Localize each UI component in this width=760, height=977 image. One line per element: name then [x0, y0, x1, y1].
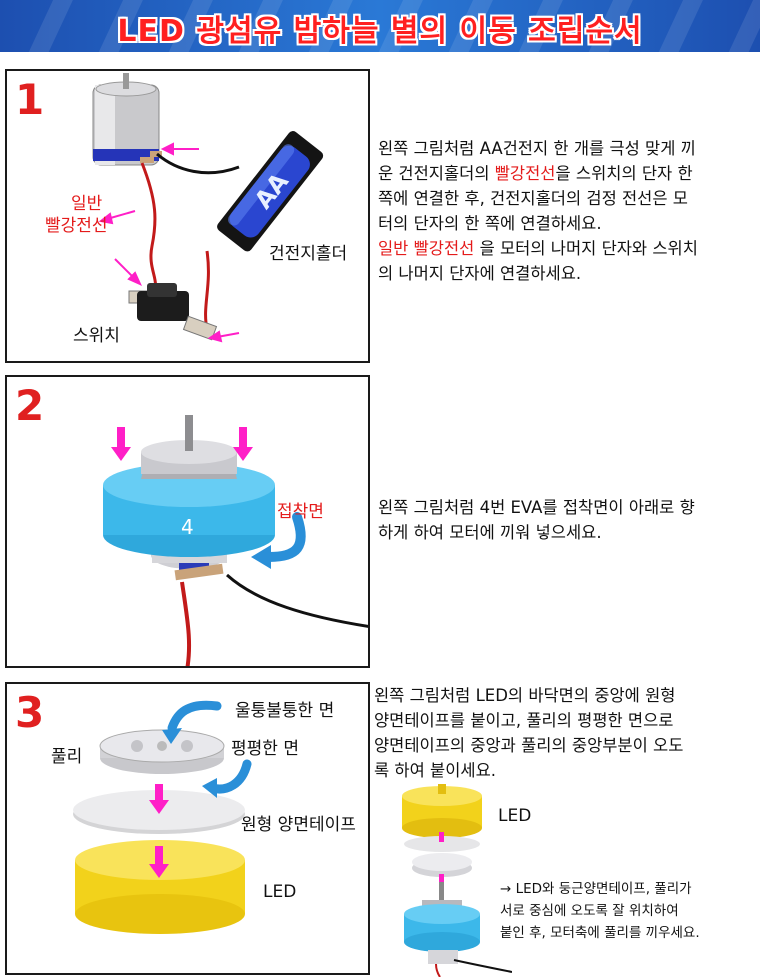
- led-label: LED: [263, 882, 297, 902]
- step-2-line-2: 하게 하여 모터에 끼워 넣으세요.: [378, 523, 602, 542]
- step-1-line-6: 의 나머지 단자에 연결하세요.: [378, 264, 582, 283]
- step-1-line-1: 왼쪽 그림처럼 AA건전지 한 개를 극성 맞게 끼: [378, 139, 696, 158]
- red-wire-term: 빨강전선: [494, 164, 556, 183]
- red-wire-label-line-1: 일반: [71, 194, 103, 214]
- step-1-line-2: 운 건전지홀더의 빨강전선을 스위치의 단자 한: [378, 164, 693, 183]
- step-number: 2: [15, 381, 45, 430]
- switch-label: 스위치: [73, 326, 120, 346]
- step-3-instructions: 왼쪽 그림처럼 LED의 바닥면의 중앙에 원형 양면테이프를 붙이고, 풀리의…: [374, 683, 758, 783]
- step-1-instructions: 왼쪽 그림처럼 AA건전지 한 개를 극성 맞게 끼 운 건전지홀더의 빨강전선…: [378, 136, 758, 286]
- step-2-panel: 2 접착면 4: [5, 375, 370, 668]
- side-led-label: LED: [498, 806, 532, 826]
- insert-arrows: [111, 427, 253, 461]
- bumpy-side-label: 울퉁불퉁한 면: [235, 701, 335, 721]
- assembly-arrows: [149, 784, 169, 878]
- note-line-1: → LED와 둥근양면테이프, 풀리가: [500, 881, 692, 897]
- adhesive-side-label: 접착면: [277, 502, 324, 522]
- step-2-instructions: 왼쪽 그림처럼 4번 EVA를 접착면이 아래로 향 하게 하여 모터에 끼워 …: [378, 495, 758, 545]
- step-3-diagram: [73, 700, 252, 934]
- red-wire-label-line-2: 빨강전선: [45, 216, 108, 236]
- page-title: LED 광섬유 밤하늘 별의 이동 조립순서: [117, 14, 643, 49]
- general-red-wire-term: 일반 빨강전선: [378, 239, 475, 258]
- eva-number-label: 4: [181, 515, 194, 539]
- battery-holder-label: 건전지홀더: [269, 244, 348, 264]
- step-1-line-5: 일반 빨강전선 을 모터의 나머지 단자와 스위치: [378, 239, 698, 258]
- step-3-line-4: 록 하여 붙이세요.: [374, 761, 496, 780]
- step-2-diagram: [103, 415, 368, 666]
- pulley-label: 풀리: [51, 747, 83, 767]
- step-1-line-3: 쪽에 연결한 후, 건전지홀더의 검정 전선은 모: [378, 189, 688, 208]
- step-1-diagram: AA: [92, 73, 324, 343]
- step-3-note: → LED와 둥근양면테이프, 풀리가 서로 중심에 오도록 잘 위치하여 붙인…: [500, 878, 758, 944]
- step-number: 1: [15, 75, 45, 124]
- step-3-line-2: 양면테이프를 붙이고, 풀리의 평평한 면으로: [374, 711, 674, 730]
- note-line-3: 붙인 후, 모터축에 풀리를 끼우세요.: [500, 925, 700, 941]
- step-3-panel: 3 울퉁불퉁한 면 풀리 평평한 면 원형 양면테이프 LED: [5, 682, 370, 975]
- step-number: 3: [15, 688, 45, 737]
- pointer-arrows: [98, 142, 240, 343]
- title-banner: LED 광섬유 밤하늘 별의 이동 조립순서: [0, 0, 760, 52]
- step-2-line-1: 왼쪽 그림처럼 4번 EVA를 접착면이 아래로 향: [378, 498, 695, 517]
- step-3-line-1: 왼쪽 그림처럼 LED의 바닥면의 중앙에 원형: [374, 686, 676, 705]
- note-line-2: 서로 중심에 오도록 잘 위치하여: [500, 903, 679, 919]
- tape-label: 원형 양면테이프: [241, 815, 356, 835]
- step-1-line-4: 터의 단자의 한 쪽에 연결하세요.: [378, 214, 602, 233]
- flat-side-label: 평평한 면: [231, 739, 299, 759]
- step-1-panel: AA 1 일반 빨강전선 건전지홀더 스위치: [5, 69, 370, 363]
- step-3-line-3: 양면테이프의 중앙과 풀리의 중앙부분이 오도: [374, 736, 684, 755]
- assembled-stack-diagram: [402, 784, 512, 977]
